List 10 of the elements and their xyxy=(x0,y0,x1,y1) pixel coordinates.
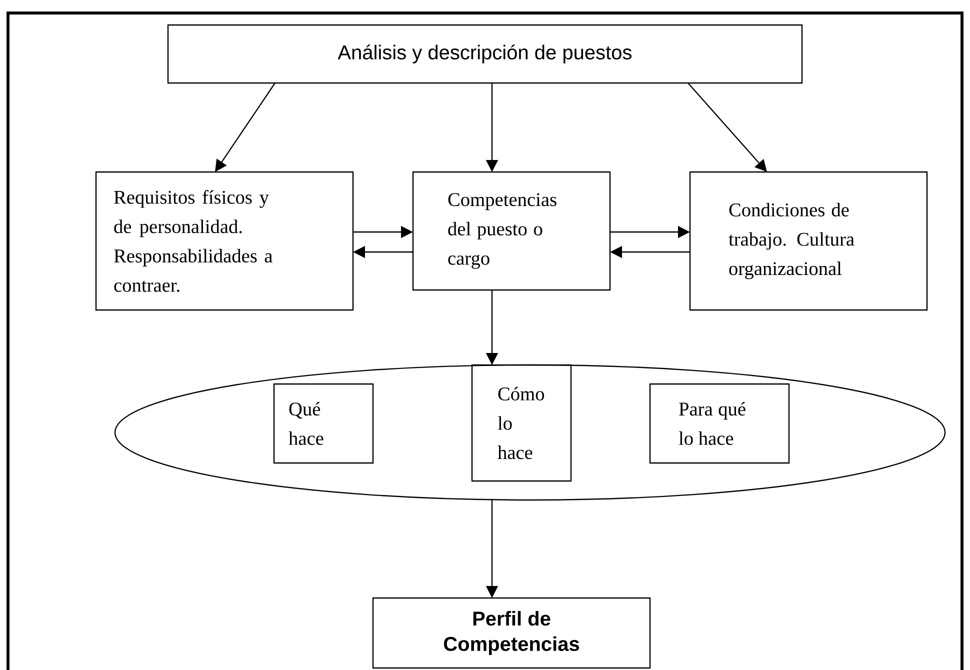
ellipse-shape xyxy=(114,364,946,501)
process-box: Para qué lo hace xyxy=(649,383,790,464)
process-box: Cómo lo hace xyxy=(471,364,572,482)
process-box: Requisitos físicos y de personalidad. Responsabilidades a contraer. xyxy=(95,171,354,311)
arrow xyxy=(688,82,767,172)
process-box: Análisis y descripción de puestos xyxy=(167,24,803,84)
process-box: Perfil de Competencias xyxy=(372,597,651,669)
process-box: Qué hace xyxy=(273,383,374,464)
process-box: Competencias del puesto o cargo xyxy=(412,171,611,291)
process-box: Condiciones de trabajo. Cultura organizacional xyxy=(689,171,928,311)
